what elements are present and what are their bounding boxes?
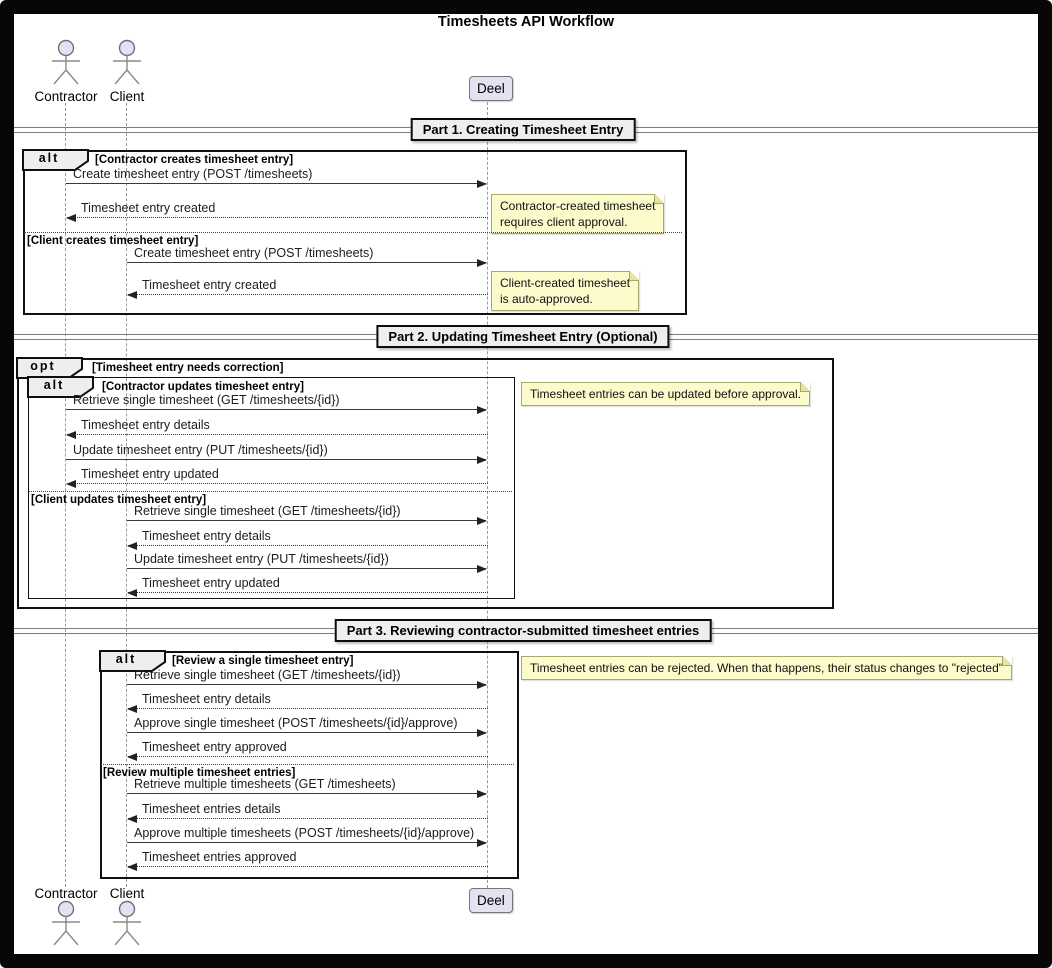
- actor-icon-contractor-bottom: [48, 900, 84, 953]
- message-retrieve-multiple: Retrieve multiple timesheets (GET /times…: [127, 777, 487, 798]
- condition-label: [Contractor creates timesheet entry]: [95, 154, 294, 166]
- message-approve-multiple: Approve multiple timesheets (POST /times…: [127, 826, 487, 847]
- condition-label: [Review a single timesheet entry]: [172, 655, 354, 667]
- message-details-contractor: Timesheet entry details: [66, 418, 488, 439]
- divider-label-part3: Part 3. Reviewing contractor-submitted t…: [334, 619, 712, 642]
- message-details-client: Timesheet entry details: [127, 529, 488, 550]
- arrowhead-icon: [66, 480, 76, 488]
- condition-label: [Client creates timesheet entry]: [27, 235, 199, 247]
- arrowhead-icon: [127, 589, 137, 597]
- pentagon-icon: [27, 376, 94, 398]
- arrowhead-icon: [477, 681, 487, 689]
- actor-label-contractor-top: Contractor: [34, 89, 98, 104]
- alt-else-divider-part2: [29, 491, 512, 492]
- message-approve-single: Approve single timesheet (POST /timeshee…: [127, 716, 487, 737]
- message-details-single: Timesheet entry details: [127, 692, 488, 713]
- arrowhead-icon: [127, 542, 137, 550]
- actor-icon-client-bottom: [109, 900, 145, 953]
- message-create-contractor: Create timesheet entry (POST /timesheets…: [66, 167, 487, 188]
- pentagon-icon: [99, 650, 166, 672]
- condition-label: [Client updates timesheet entry]: [31, 494, 207, 506]
- arrowhead-icon: [477, 406, 487, 414]
- message-retrieve-single: Retrieve single timesheet (GET /timeshee…: [127, 668, 487, 689]
- arrowhead-icon: [477, 259, 487, 267]
- arrowhead-icon: [127, 705, 137, 713]
- message-updated-contractor: Timesheet entry updated: [66, 467, 488, 488]
- actor-label-contractor-bottom: Contractor: [34, 886, 98, 901]
- message-details-multiple: Timesheet entries details: [127, 802, 488, 823]
- alt-else-divider-part3: [101, 764, 514, 765]
- arrowhead-icon: [477, 180, 487, 188]
- condition-label: [Review multiple timesheet entries]: [103, 767, 296, 779]
- message-retrieve-contractor: Retrieve single timesheet (GET /timeshee…: [66, 393, 487, 414]
- fragment-alt-part2: [28, 377, 515, 599]
- divider-label-part1: Part 1. Creating Timesheet Entry: [410, 118, 636, 141]
- note-update-before-approval: Timesheet entries can be updated before …: [521, 382, 811, 407]
- fragment-keyword-alt-part2: alt: [27, 376, 94, 398]
- message-updated-client: Timesheet entry updated: [127, 576, 488, 597]
- condition-label: [Timesheet entry needs correction]: [92, 362, 284, 374]
- fragment-alt-part3: [100, 651, 519, 879]
- lifeline-deel: [487, 102, 488, 888]
- fragment-keyword-alt-part3: alt: [99, 650, 166, 672]
- note-client-created: Client-created timesheet is auto-approve…: [491, 271, 640, 312]
- fragment-opt-part2: [17, 358, 834, 609]
- arrowhead-icon: [127, 863, 137, 871]
- arrowhead-icon: [477, 456, 487, 464]
- message-create-client: Create timesheet entry (POST /timesheets…: [127, 246, 487, 267]
- lifeline-contractor: [65, 103, 66, 887]
- arrowhead-icon: [127, 753, 137, 761]
- lifeline-client: [126, 103, 127, 887]
- message-update-contractor: Update timesheet entry (PUT /timesheets/…: [66, 443, 487, 464]
- message-retrieve-client: Retrieve single timesheet (GET /timeshee…: [127, 504, 487, 525]
- arrowhead-icon: [477, 729, 487, 737]
- participant-deel-top: Deel: [469, 76, 513, 101]
- fragment-keyword-alt-part1: alt: [22, 149, 89, 171]
- arrowhead-icon: [127, 291, 137, 299]
- arrowhead-icon: [66, 214, 76, 222]
- note-rejected-status: Timesheet entries can be rejected. When …: [521, 656, 1013, 681]
- note-contractor-created: Contractor-created timesheet requires cl…: [491, 194, 665, 235]
- actor-label-client-top: Client: [109, 89, 145, 104]
- arrowhead-icon: [477, 790, 487, 798]
- message-created-contractor: Timesheet entry created: [66, 201, 488, 222]
- actor-label-client-bottom: Client: [109, 886, 145, 901]
- alt-else-divider-part1: [24, 232, 682, 233]
- actor-icon-contractor-top: [48, 39, 84, 92]
- pentagon-icon: [16, 357, 83, 379]
- arrowhead-icon: [127, 815, 137, 823]
- arrowhead-icon: [477, 565, 487, 573]
- fragment-keyword-opt-part2: opt: [16, 357, 83, 379]
- arrowhead-icon: [66, 431, 76, 439]
- arrowhead-icon: [477, 517, 487, 525]
- message-created-client: Timesheet entry created: [127, 278, 488, 299]
- arrowhead-icon: [477, 839, 487, 847]
- message-approved-single: Timesheet entry approved: [127, 740, 488, 761]
- divider-label-part2: Part 2. Updating Timesheet Entry (Option…: [376, 325, 670, 348]
- pentagon-icon: [22, 149, 89, 171]
- actor-icon-client-top: [109, 39, 145, 92]
- condition-label: [Contractor updates timesheet entry]: [102, 381, 304, 393]
- participant-deel-bottom: Deel: [469, 888, 513, 913]
- message-update-client: Update timesheet entry (PUT /timesheets/…: [127, 552, 487, 573]
- message-approved-multiple: Timesheet entries approved: [127, 850, 488, 871]
- diagram-title: Timesheets API Workflow: [437, 14, 615, 30]
